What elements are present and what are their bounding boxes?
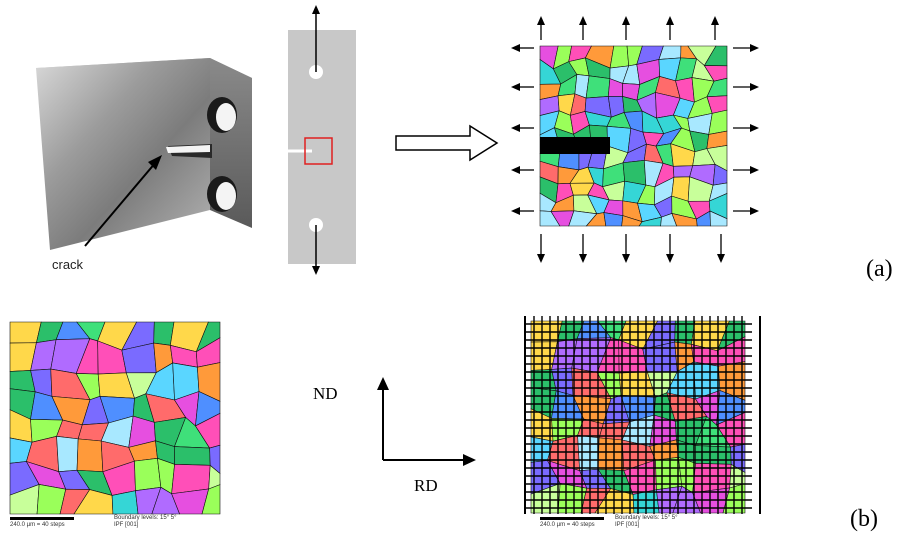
- rd-label: RD: [414, 476, 438, 495]
- nd-label: ND: [313, 384, 338, 403]
- right-ipf-text: IPF [001]: [615, 522, 640, 528]
- finite-element-grid: [524, 316, 761, 514]
- crack-label: crack: [52, 257, 84, 272]
- left-scale-bar: [10, 517, 74, 520]
- left-scale-text: 240.0 µm = 40 steps: [10, 522, 65, 528]
- panel-b-label: (b): [850, 506, 878, 532]
- transform-arrow: [395, 124, 499, 162]
- left-boundary-text: Boundary levels: 15° 5°: [114, 515, 177, 521]
- specimen-drawing: [36, 58, 252, 250]
- map-b-left-grains: [9, 321, 221, 515]
- right-boundary-text: Boundary levels: 15° 5°: [615, 515, 678, 521]
- right-scale-text: 240.0 µm = 40 steps: [540, 522, 595, 528]
- map-crack: [540, 137, 610, 154]
- left-ipf-text: IPF [001]: [114, 522, 139, 528]
- region-of-interest-box: [304, 137, 333, 165]
- right-scale-bar: [540, 517, 604, 520]
- map-a-load-arrows: [511, 16, 759, 263]
- compact-tension-specimen: crack: [30, 38, 255, 272]
- panel-a-label: (a): [866, 256, 893, 282]
